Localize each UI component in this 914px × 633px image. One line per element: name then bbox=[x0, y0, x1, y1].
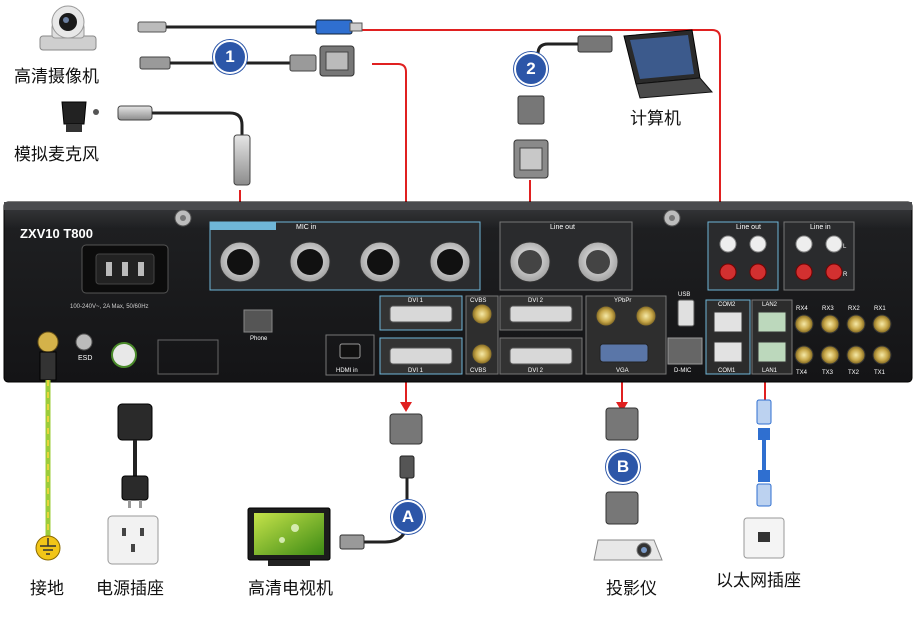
camera-label: 高清摄像机 bbox=[14, 67, 99, 87]
line-in-label: Line in bbox=[810, 224, 831, 231]
projector-cable bbox=[605, 407, 639, 525]
lan1-label: LAN1 bbox=[762, 368, 778, 374]
ground-wire bbox=[39, 351, 57, 536]
rx4-label: RX4 bbox=[796, 306, 808, 312]
step-badge-b: B bbox=[606, 450, 640, 484]
projector-icon bbox=[593, 539, 663, 561]
tx1-label: TX1 bbox=[874, 370, 886, 376]
esd-label: ESD bbox=[78, 355, 92, 362]
rx2-label: RX2 bbox=[848, 306, 860, 312]
rx1-label: RX1 bbox=[874, 306, 886, 312]
power-rating: 100-240V~, 2A Max, 50/60Hz bbox=[70, 304, 149, 310]
step-badge-a: A bbox=[391, 500, 425, 534]
line-out-right-label: Line out bbox=[736, 224, 761, 231]
analog-mic-icon bbox=[61, 101, 99, 132]
lan2-label: LAN2 bbox=[762, 302, 778, 308]
phone-label: Phone bbox=[250, 336, 268, 342]
power-socket-label: 电源插座 bbox=[96, 579, 164, 599]
projector-label: 投影仪 bbox=[606, 579, 657, 599]
tx2-label: TX2 bbox=[848, 370, 860, 376]
panel-text: ZXV10 T800 100-240V~, 2A Max, 50/60Hz MI… bbox=[20, 224, 886, 376]
hdtv-icon bbox=[247, 507, 331, 566]
computer-label: 计算机 bbox=[630, 109, 681, 129]
ethernet-cable bbox=[756, 399, 772, 507]
usb-label: USB bbox=[678, 292, 690, 298]
callout-arrowheads bbox=[400, 402, 628, 412]
analog-mic-label: 模拟麦克风 bbox=[14, 145, 99, 165]
ground-label: 接地 bbox=[30, 579, 64, 599]
hd-camera-icon bbox=[39, 5, 97, 51]
cvbs-top-label: CVBS bbox=[470, 298, 486, 304]
mic-in-label: MIC in bbox=[296, 224, 316, 231]
hdtv-cable bbox=[339, 413, 423, 550]
dvi1-callout-line bbox=[372, 63, 407, 318]
dvi1-top-label: DVI 1 bbox=[408, 298, 424, 304]
bnc-rx-tx-ports bbox=[794, 314, 892, 365]
mic-cable bbox=[117, 105, 251, 186]
ypbpr-label: YPbPr bbox=[614, 298, 631, 304]
r-label: R bbox=[843, 272, 848, 278]
device-model: ZXV10 T800 bbox=[20, 226, 93, 241]
step-badge-2: 2 bbox=[514, 52, 548, 86]
line-out-center-label: Line out bbox=[550, 224, 575, 231]
l-label: L bbox=[843, 244, 847, 250]
ethernet-socket-label: 以太网插座 bbox=[716, 571, 801, 591]
camera-cables bbox=[137, 19, 363, 77]
com2-label: COM2 bbox=[718, 302, 736, 308]
step-badge-1: 1 bbox=[213, 40, 247, 74]
laptop-icon bbox=[623, 29, 714, 99]
tx3-label: TX3 bbox=[822, 370, 834, 376]
hdmi-in-label: HDMI in bbox=[336, 368, 358, 374]
device-rear-panel bbox=[3, 201, 913, 383]
ground-symbol-icon bbox=[35, 535, 61, 561]
dvi1-bottom-label: DVI 1 bbox=[408, 368, 424, 374]
rx3-label: RX3 bbox=[822, 306, 834, 312]
hd-tv-label: 高清电视机 bbox=[248, 579, 333, 599]
xlr-mic-in-ports bbox=[219, 241, 471, 283]
cvbs-bottom-label: CVBS bbox=[470, 368, 486, 374]
power-socket-icon bbox=[107, 515, 159, 565]
vga-label: VGA bbox=[616, 368, 629, 374]
dvi2-bottom-label: DVI 2 bbox=[528, 368, 544, 374]
com1-label: COM1 bbox=[718, 368, 736, 374]
power-cord bbox=[117, 403, 153, 508]
lan-callout-line bbox=[360, 29, 721, 318]
dmic-label: D-MIC bbox=[674, 368, 692, 374]
tx4-label: TX4 bbox=[796, 370, 808, 376]
dvi2-top-label: DVI 2 bbox=[528, 298, 544, 304]
computer-cable bbox=[513, 35, 613, 179]
ethernet-socket-icon bbox=[743, 517, 785, 559]
